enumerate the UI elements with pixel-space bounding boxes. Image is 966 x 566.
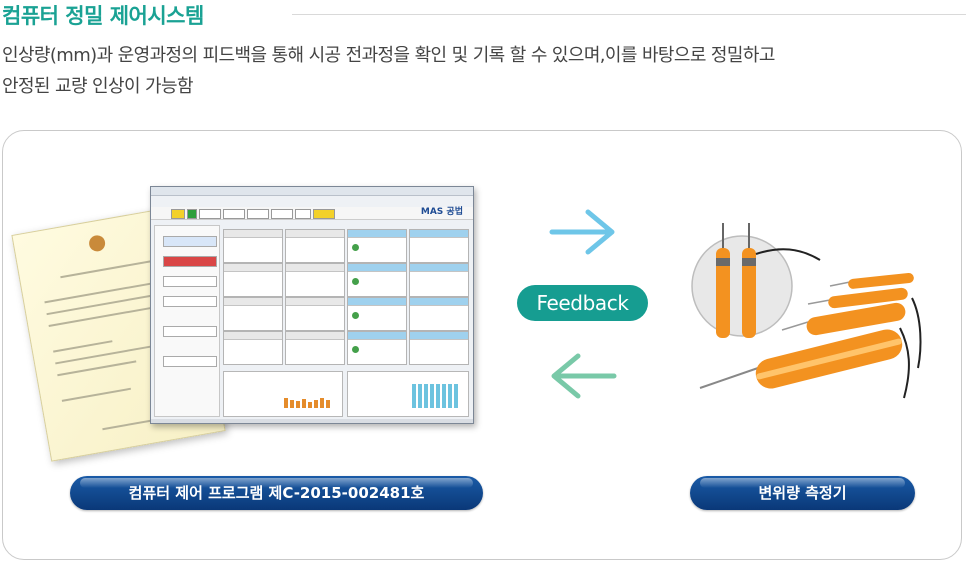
description-line-2: 안정된 교량 인상이 가능함 — [2, 76, 194, 97]
software-brand: MAS 공법 — [420, 207, 463, 217]
displacement-sensor-image — [691, 223, 922, 399]
program-registration-caption: 컴퓨터 제어 프로그램 제C-2015-002481호 — [70, 476, 483, 510]
sensor-caption: 변위량 측정기 — [690, 476, 915, 510]
description: 인상량(mm)과 운영과정의 피드백을 통해 시공 전과정을 확인 및 기록 할… — [2, 40, 962, 102]
arrow-left-icon — [551, 353, 617, 399]
control-software-screenshot: MAS 공법 — [150, 186, 474, 424]
certificate-seal-icon — [87, 234, 107, 253]
title-divider — [292, 14, 966, 15]
feedback-badge: Feedback — [517, 285, 648, 321]
arrow-right-icon — [549, 209, 615, 255]
page-title: 컴퓨터 정밀 제어시스템 — [2, 4, 204, 28]
description-line-1: 인상량(mm)과 운영과정의 피드백을 통해 시공 전과정을 확인 및 기록 할… — [2, 45, 775, 66]
